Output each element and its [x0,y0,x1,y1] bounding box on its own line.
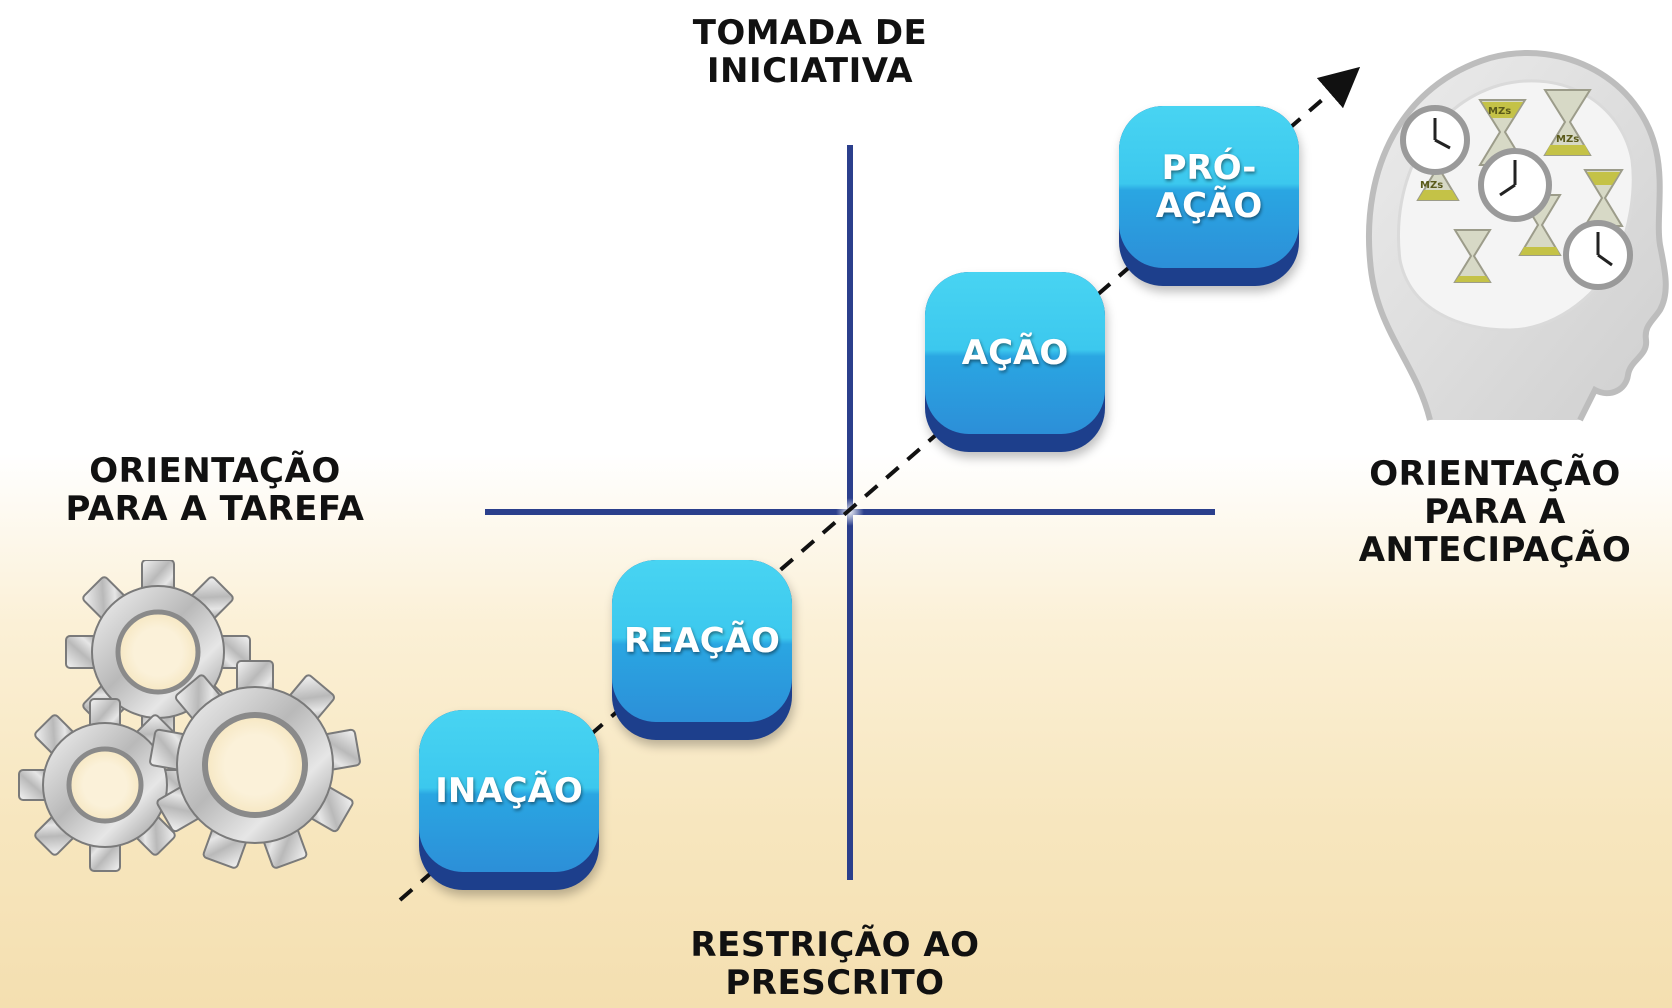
hourglass-tag-2: MZs [1556,134,1579,145]
stage-box-proacao-face: PRÓ- AÇÃO [1119,106,1299,268]
stage-label-proacao-line1: PRÓ- [1161,148,1257,188]
gear-right [149,660,361,869]
axis-label-right: ORIENTAÇÃO PARA A ANTECIPAÇÃO [1325,455,1665,569]
axis-label-top-line2: INICIATIVA [706,51,914,91]
axis-label-right-line2: PARA A [1424,492,1566,532]
stage-label-inacao-line1: INAÇÃO [435,771,583,811]
gear-left [18,698,192,872]
clock-2 [1478,148,1552,222]
stage-label-acao-line1: AÇÃO [961,333,1069,373]
hourglass-tag-1: MZs [1488,106,1511,117]
axis-label-top-line1: TOMADA DE [692,13,928,53]
hourglass-tags: MZs MZs MZs [1420,106,1579,191]
stage-label-acao: AÇÃO [962,334,1068,372]
axis-label-right-line3: ANTECIPAÇÃO [1358,530,1632,570]
stage-label-proacao-line2: AÇÃO [1155,186,1263,226]
stage-label-proacao: PRÓ- AÇÃO [1156,149,1262,225]
stage-label-reacao: REAÇÃO [624,622,780,660]
stage-box-acao-face: AÇÃO [925,272,1105,434]
hourglass-tag-3: MZs [1420,180,1443,191]
stage-box-reacao-face: REAÇÃO [612,560,792,722]
axis-label-left-line1: ORIENTAÇÃO [89,451,341,491]
axis-label-left-line2: PARA A TAREFA [65,489,365,529]
stage-box-acao: AÇÃO [925,272,1105,452]
stage-box-inacao-face: INAÇÃO [419,710,599,872]
stage-box-proacao: PRÓ- AÇÃO [1119,106,1299,286]
gears-icon [18,560,361,872]
head-with-clocks-icon: MZs MZs MZs [1366,50,1669,422]
stage-label-inacao: INAÇÃO [435,772,583,810]
clock-3 [1563,220,1633,290]
axis-label-right-line1: ORIENTAÇÃO [1369,454,1621,494]
axis-label-left: ORIENTAÇÃO PARA A TAREFA [40,452,390,528]
axis-label-bottom-line2: PRESCRITO [725,963,945,1003]
stage-label-reacao-line1: REAÇÃO [624,621,780,661]
clock-1 [1400,105,1470,175]
stage-box-reacao: REAÇÃO [612,560,792,740]
axis-label-bottom: RESTRIÇÃO AO PRESCRITO [640,926,1030,1002]
hourglass [1416,89,1624,283]
stage-box-inacao: INAÇÃO [419,710,599,890]
axis-label-bottom-line1: RESTRIÇÃO AO [690,925,980,965]
axis-label-top: TOMADA DE INICIATIVA [660,14,960,90]
